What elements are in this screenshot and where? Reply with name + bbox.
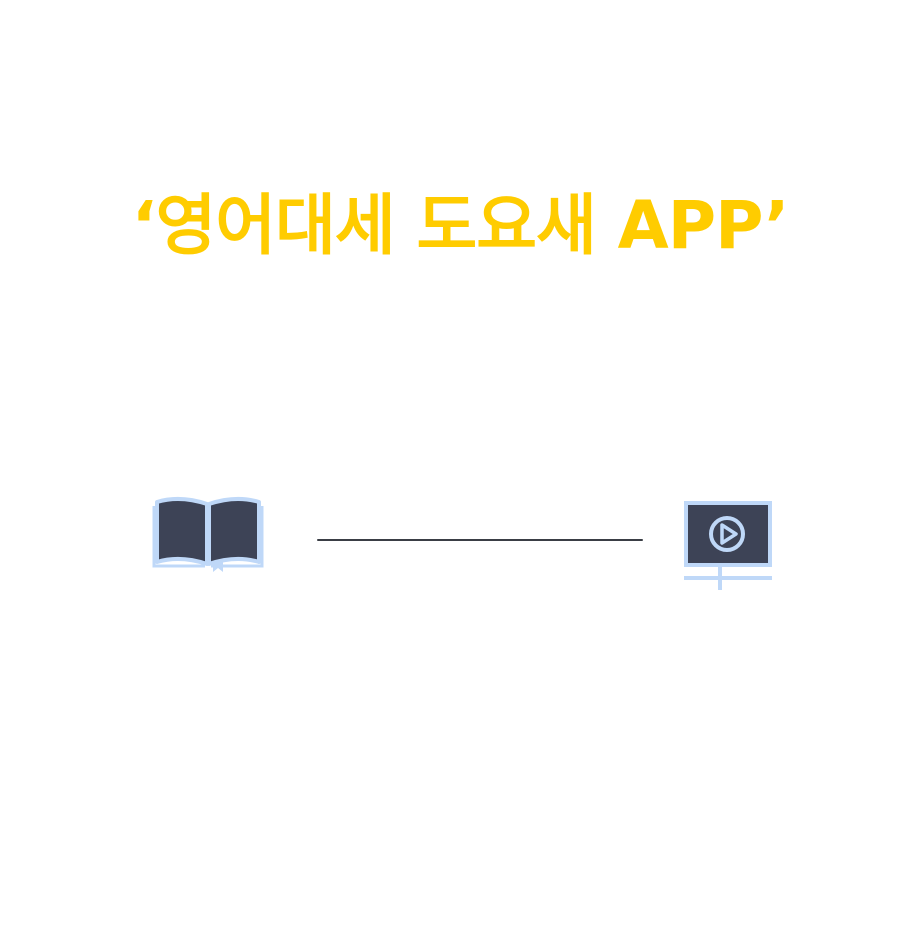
connector-line: [317, 539, 643, 541]
page-title: ‘영어대세 도요새 APP’: [131, 187, 790, 264]
video-monitor-icon: [680, 498, 776, 594]
open-book-icon: [150, 492, 266, 576]
